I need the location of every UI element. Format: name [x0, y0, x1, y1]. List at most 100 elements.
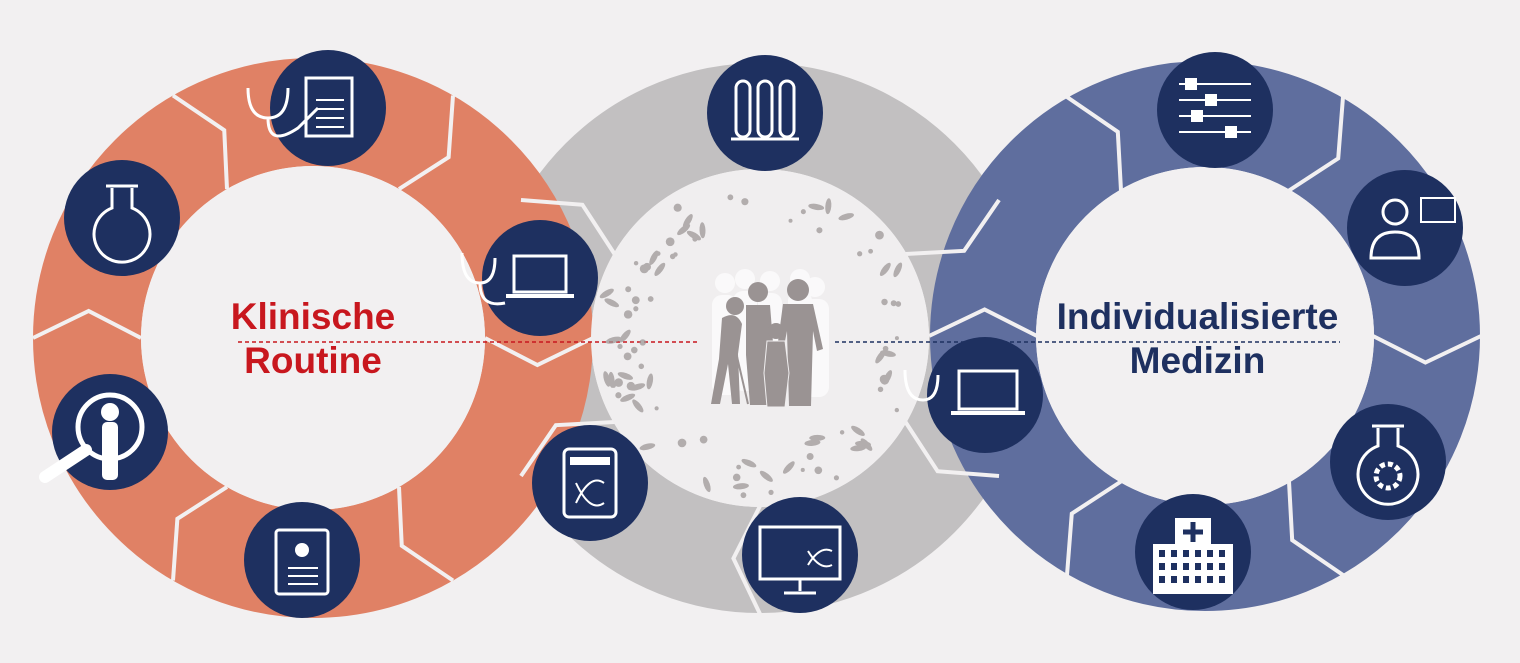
microbe — [893, 262, 903, 278]
test-tubes-icon — [707, 55, 823, 171]
microbe — [814, 466, 823, 475]
microbe — [639, 264, 649, 274]
microbe — [669, 253, 676, 260]
segment-divider — [519, 420, 615, 478]
stethoscope-document-icon — [246, 50, 386, 166]
microbe — [890, 300, 897, 307]
microbe — [839, 430, 845, 435]
microbe — [633, 260, 639, 266]
segment-divider — [731, 505, 762, 615]
microbe — [654, 406, 659, 411]
microbe — [880, 350, 896, 357]
monitor-dna-icon — [742, 497, 858, 613]
microbe — [740, 492, 747, 499]
microbe — [617, 343, 623, 350]
microbe — [615, 392, 622, 399]
dna-tablet-icon — [532, 425, 648, 541]
segment-divider — [928, 307, 1038, 338]
microbe — [838, 213, 854, 221]
microbe — [806, 453, 814, 461]
microbe — [625, 286, 632, 293]
segment-divider — [1065, 95, 1123, 191]
segment-divider — [1287, 96, 1345, 193]
microbe — [631, 296, 640, 305]
left-cycle-title: Klinische Routine — [193, 295, 433, 383]
microbe — [654, 262, 666, 276]
left-title-line1: Klinische — [230, 296, 396, 337]
right-cycle-title: Individualisierte Medizin — [1040, 295, 1355, 383]
segment-divider — [1065, 479, 1123, 576]
segment-divider — [905, 198, 1001, 256]
microbe — [857, 251, 863, 257]
microbe — [702, 476, 711, 493]
microbe — [833, 475, 840, 481]
microbe — [782, 461, 795, 474]
microbe — [868, 248, 874, 254]
microbe — [619, 329, 631, 343]
microbe — [894, 407, 899, 413]
microbe — [816, 227, 823, 234]
segment-divider — [171, 485, 229, 581]
microbe — [639, 339, 646, 346]
microbe — [741, 458, 757, 468]
segment-divider — [520, 198, 617, 256]
segment-divider — [903, 420, 1000, 478]
microbe — [633, 306, 639, 312]
microbe — [655, 251, 661, 256]
microbe — [614, 378, 623, 387]
microbe — [736, 464, 742, 470]
microbe — [677, 438, 687, 448]
microbe — [788, 218, 793, 223]
microbe — [882, 345, 889, 352]
microbe — [825, 198, 832, 215]
microbe — [605, 336, 622, 344]
microbe — [808, 203, 825, 211]
microbe — [800, 209, 806, 215]
microbe — [599, 288, 614, 299]
microbe — [879, 262, 891, 276]
microbe — [682, 214, 693, 228]
microbe — [877, 386, 884, 393]
segment-divider — [1287, 481, 1345, 577]
left-title-line2: Routine — [244, 340, 382, 381]
microbe — [611, 383, 616, 388]
segment-divider — [397, 95, 455, 191]
stethoscope-laptop-icon — [460, 220, 598, 336]
right-title-line1: Individualisierte — [1056, 296, 1339, 337]
population-icon — [711, 269, 829, 408]
microbe — [759, 470, 773, 482]
microbe — [677, 224, 691, 236]
microbe — [850, 444, 867, 452]
microbe — [673, 203, 682, 212]
microbe — [879, 374, 889, 384]
microbe — [620, 393, 636, 402]
right-title-line2: Medizin — [1129, 340, 1266, 381]
microbe — [894, 336, 899, 341]
clipboard-icon — [244, 502, 360, 618]
microbe — [809, 434, 826, 441]
microbe — [639, 443, 656, 451]
microbe — [699, 435, 708, 444]
microbe — [686, 230, 701, 241]
microbes-ring — [599, 194, 903, 499]
microbe — [851, 425, 865, 437]
segment-divider — [32, 308, 142, 340]
microbe — [647, 296, 654, 302]
microbe — [800, 467, 805, 473]
segment-divider — [484, 336, 594, 368]
microbe — [603, 371, 611, 387]
microbe — [646, 373, 654, 390]
microbe — [895, 301, 902, 307]
segment-divider — [1372, 334, 1482, 365]
microbe — [623, 310, 633, 319]
right-inner-disc — [1036, 167, 1374, 505]
microbe — [699, 222, 706, 239]
magnifier-child-icon — [39, 374, 168, 490]
microbe — [631, 346, 638, 354]
microbe — [741, 198, 749, 206]
segment-divider — [171, 93, 229, 190]
microbe — [732, 483, 749, 490]
gear-flask-icon — [1330, 404, 1446, 520]
